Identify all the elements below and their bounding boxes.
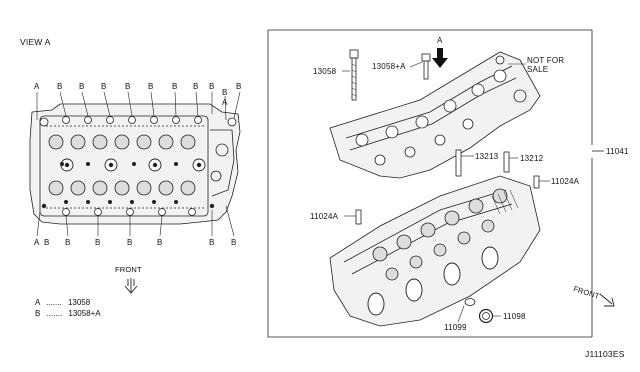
part-13058-label: 13058	[313, 67, 337, 76]
dowel-13213	[455, 149, 462, 177]
legend-row-a: A ....... 13058	[35, 298, 90, 307]
callout-top-1: A	[34, 82, 40, 91]
legend-part-a: 13058	[67, 298, 91, 307]
part-11024a-right-label: 11024A	[551, 177, 580, 186]
head-top-view	[29, 103, 241, 225]
part-11098-label: 11098	[503, 312, 526, 321]
dowel-13212	[503, 151, 510, 173]
bolt-13058	[349, 49, 359, 101]
callout-bottom-1: A	[34, 238, 40, 247]
bolt-13058a	[421, 53, 431, 80]
plug-11099	[464, 298, 476, 306]
callout-top-9: B	[209, 82, 215, 91]
part-13212-label: 13212	[520, 154, 544, 163]
part-11024a-left-label: 11024A	[310, 212, 339, 221]
view-a-label: VIEW A	[20, 37, 51, 47]
callout-bottom-4: B	[127, 238, 133, 247]
part-11041-label: 11041	[606, 147, 629, 156]
callout-top-8: B	[193, 82, 199, 91]
front-arrow-left	[124, 278, 138, 294]
callout-top-7: B	[172, 82, 178, 91]
cylinder-head	[329, 175, 541, 327]
part-11099-label: 11099	[444, 323, 467, 332]
legend-row-b: B ....... 13058+A	[35, 309, 101, 318]
callout-bottom-7: B	[231, 238, 237, 247]
pin-11024a-left	[355, 209, 362, 225]
callout-top-2: B	[57, 82, 63, 91]
legend-dots-b: .......	[46, 309, 63, 318]
bottom-leaders	[36, 205, 235, 237]
right-panel-frame	[267, 30, 592, 338]
part-13213-label: 13213	[475, 152, 499, 161]
callout-top-4: B	[101, 82, 107, 91]
callout-bottom-6: B	[209, 238, 215, 247]
callout-bottom-8: B	[44, 238, 50, 247]
view-a-marker: A	[437, 36, 443, 45]
front-arrow-right	[599, 293, 615, 307]
callout-top-12: A	[222, 98, 228, 107]
not-for-sale-label: NOT FOR SALE	[527, 56, 565, 74]
callout-top-11: B	[236, 82, 242, 91]
legend-key-a: A	[35, 298, 40, 307]
cam-bracket-upper	[329, 51, 541, 179]
seal-11098	[478, 308, 494, 324]
top-leaders	[36, 91, 241, 121]
callout-bottom-3: B	[95, 238, 101, 247]
front-label-left: FRONT	[115, 265, 142, 274]
callout-bottom-2: B	[65, 238, 71, 247]
legend-part-b: 13058+A	[68, 309, 101, 318]
diagram-code: J11103ES	[585, 349, 625, 359]
part-13058a-label: 13058+A	[372, 62, 406, 71]
callout-top-6: B	[148, 82, 154, 91]
view-a-arrow	[432, 48, 448, 68]
pin-11024a-right	[533, 175, 540, 189]
callout-bottom-5: B	[157, 238, 163, 247]
legend-dots-a: .......	[46, 298, 62, 307]
callout-top-3: B	[79, 82, 85, 91]
callout-top-10: B	[222, 88, 228, 97]
callout-top-5: B	[125, 82, 131, 91]
legend-key-b: B	[35, 309, 41, 318]
